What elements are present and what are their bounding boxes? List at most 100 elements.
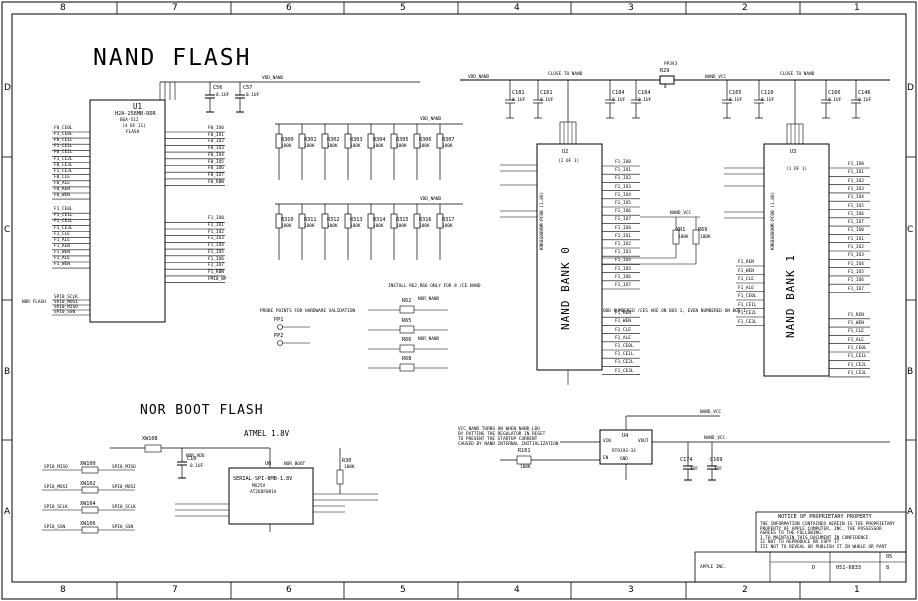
zone-col-bottom: 5 <box>400 585 406 595</box>
spi-net-left: SPI0_SSN <box>44 525 66 530</box>
u1-left-pin-label: F0_CLE <box>54 174 70 180</box>
u4-en: EN <box>603 456 609 461</box>
xw-ref: XW102 <box>80 481 96 487</box>
resistor-val: 100K <box>281 224 292 229</box>
u1-left-pin-label: F0_CE0L <box>54 126 73 131</box>
cap-val: 0.1UF <box>761 98 775 103</box>
u1-right-pin-label: F1_IO1 <box>208 223 224 228</box>
u3-pin-label: F1_CE3L <box>848 370 867 376</box>
nand-flash-title: NAND FLASH <box>93 45 252 71</box>
resistor-ref: R301 <box>304 137 317 143</box>
u2-pin-label: F1_WEN <box>615 319 631 325</box>
zone-col-top: 2 <box>742 3 748 13</box>
u4-vout: VOUT <box>638 439 649 444</box>
r30-ref: R30 <box>342 458 352 464</box>
u3-pin-label: F1_WEN <box>848 321 864 327</box>
c57-val: 0.1UF <box>246 93 260 98</box>
resistor-ref: R305 <box>396 137 409 143</box>
u1-right-pin-label: F1_IO4 <box>208 243 224 249</box>
u3-left-pin-label: F1_CE3L <box>738 319 757 325</box>
resistor-ref: R312 <box>327 217 340 223</box>
u1-right-pin-label: F0_IO2 <box>208 139 224 145</box>
u2-part-vert: K9K8G08U0M-PCB0 (1.8V) <box>540 191 545 250</box>
sheet-size: D <box>812 565 816 571</box>
zone-col-top: 8 <box>60 3 66 13</box>
sheet-number: 8 <box>886 565 890 571</box>
u1-body <box>89 99 166 323</box>
u1-left-pin-label: F0_CE3L <box>54 162 73 168</box>
u1-sub3: FLASH <box>126 130 140 135</box>
u2-ref: U2 <box>562 149 569 155</box>
resistor-ref: R300 <box>281 137 294 143</box>
zone-col-bottom: 4 <box>514 585 520 595</box>
u3-pin-label: F1_IO6 <box>848 211 864 217</box>
zone-row-right: A <box>907 507 914 517</box>
u3-left-pin-label: F1_WEN <box>738 268 754 274</box>
resistor-ref: R302 <box>327 137 340 143</box>
r29-ref: R29 <box>660 68 670 74</box>
u1-right-pin-label: F1_IO3 <box>208 236 224 242</box>
u2-pin-label: F1_IO3 <box>615 184 631 190</box>
u2-pin-label: F1_IO2 <box>615 176 631 182</box>
u2-pin-label: F1_REN <box>615 311 631 317</box>
resistor-ref: R317 <box>442 217 455 223</box>
u1-left-pin-label: F1_CLE <box>54 231 70 237</box>
u1-left-pin-label: F1_CE1L <box>54 213 73 219</box>
resistor-val: 100K <box>396 224 407 229</box>
atmel-title: ATMEL 1.8V <box>244 429 290 438</box>
u3-sub: (1 OF 1) <box>786 167 808 172</box>
u2-pin-label: F1_IO7 <box>615 217 631 223</box>
u3-pin-label: F1_REN <box>848 312 864 318</box>
u3-bank-label: NAND BANK 1 <box>784 254 797 338</box>
cap-ref: C181 <box>512 90 525 96</box>
rev-label: 05 <box>886 554 893 560</box>
u3-right-pins <box>829 167 870 378</box>
title-block <box>694 551 907 583</box>
u3-pin-label: F1_IO5 <box>848 203 864 209</box>
resistor-val: 100K <box>304 224 315 229</box>
vcc-note-1: VCC_NAND TURNS ON WHEN NAND_LDO <box>458 427 540 432</box>
u2-pin-label: F1_IO1 <box>615 233 631 239</box>
zone-row-right: C <box>907 225 914 235</box>
u3-pin-label: F1_CE2L <box>848 362 867 368</box>
probe-note: PROBE POINTS FOR HARDWARE VALIDATION <box>260 309 356 314</box>
u1-right-pin-label: F1_IO6 <box>208 256 224 262</box>
u6-ref: U6 <box>265 461 272 467</box>
xw-shorts <box>42 466 135 534</box>
r65-ref: R65 <box>402 318 412 324</box>
u3-pin-label: F1_CE0L <box>848 346 867 351</box>
u1-left-pin-label: F1_CE3L <box>54 168 73 174</box>
cap-ref: C146 <box>858 90 871 96</box>
r161-body <box>516 455 532 465</box>
u2-right-pins <box>602 165 640 375</box>
u1-left-pins <box>52 131 90 316</box>
u2-pin-label: F1_IO7 <box>615 283 631 288</box>
resistor-ref: R316 <box>419 217 432 223</box>
r161-ref: R161 <box>518 448 531 454</box>
install-note: INSTALL R62,R66 ONLY FOR 8 /CE NAND <box>388 284 481 289</box>
u1-left-pin-label: F1_CE2L <box>54 219 73 225</box>
u1-left-pin-label: F0_CE1L <box>54 138 73 144</box>
c10-ref: C10 <box>187 456 197 462</box>
cap-val: 0.1UF <box>540 98 554 103</box>
resistor-ref: R314 <box>373 217 386 223</box>
cap-ref: C161 <box>540 90 553 96</box>
u2-pin-label: F1_CE2L <box>615 360 634 366</box>
nor-flash-pins <box>175 493 378 517</box>
u1-left-pin-label: F0_CE2L <box>54 150 73 156</box>
zone-col-top: 6 <box>286 3 292 13</box>
zone-col-bottom: 2 <box>742 585 748 595</box>
u2-pin-label: F1_IO3 <box>615 250 631 256</box>
u1-left-pin-label: F0_ALE <box>54 180 70 186</box>
zone-row-left: D <box>4 83 11 93</box>
u3-ctrl-left <box>724 167 764 219</box>
pp2-ref: PP2 <box>274 333 284 339</box>
u3-pin-label: F1_ALE <box>848 337 864 343</box>
xw108-body <box>144 444 162 453</box>
u1-right-pins <box>165 131 225 283</box>
resistor-ref: R313 <box>350 217 363 223</box>
r30-body <box>336 469 344 485</box>
u4-vin: VIN <box>603 439 611 444</box>
u1-left-pin-label: F1_REN <box>54 243 70 249</box>
zone-col-bottom: 3 <box>628 585 634 595</box>
